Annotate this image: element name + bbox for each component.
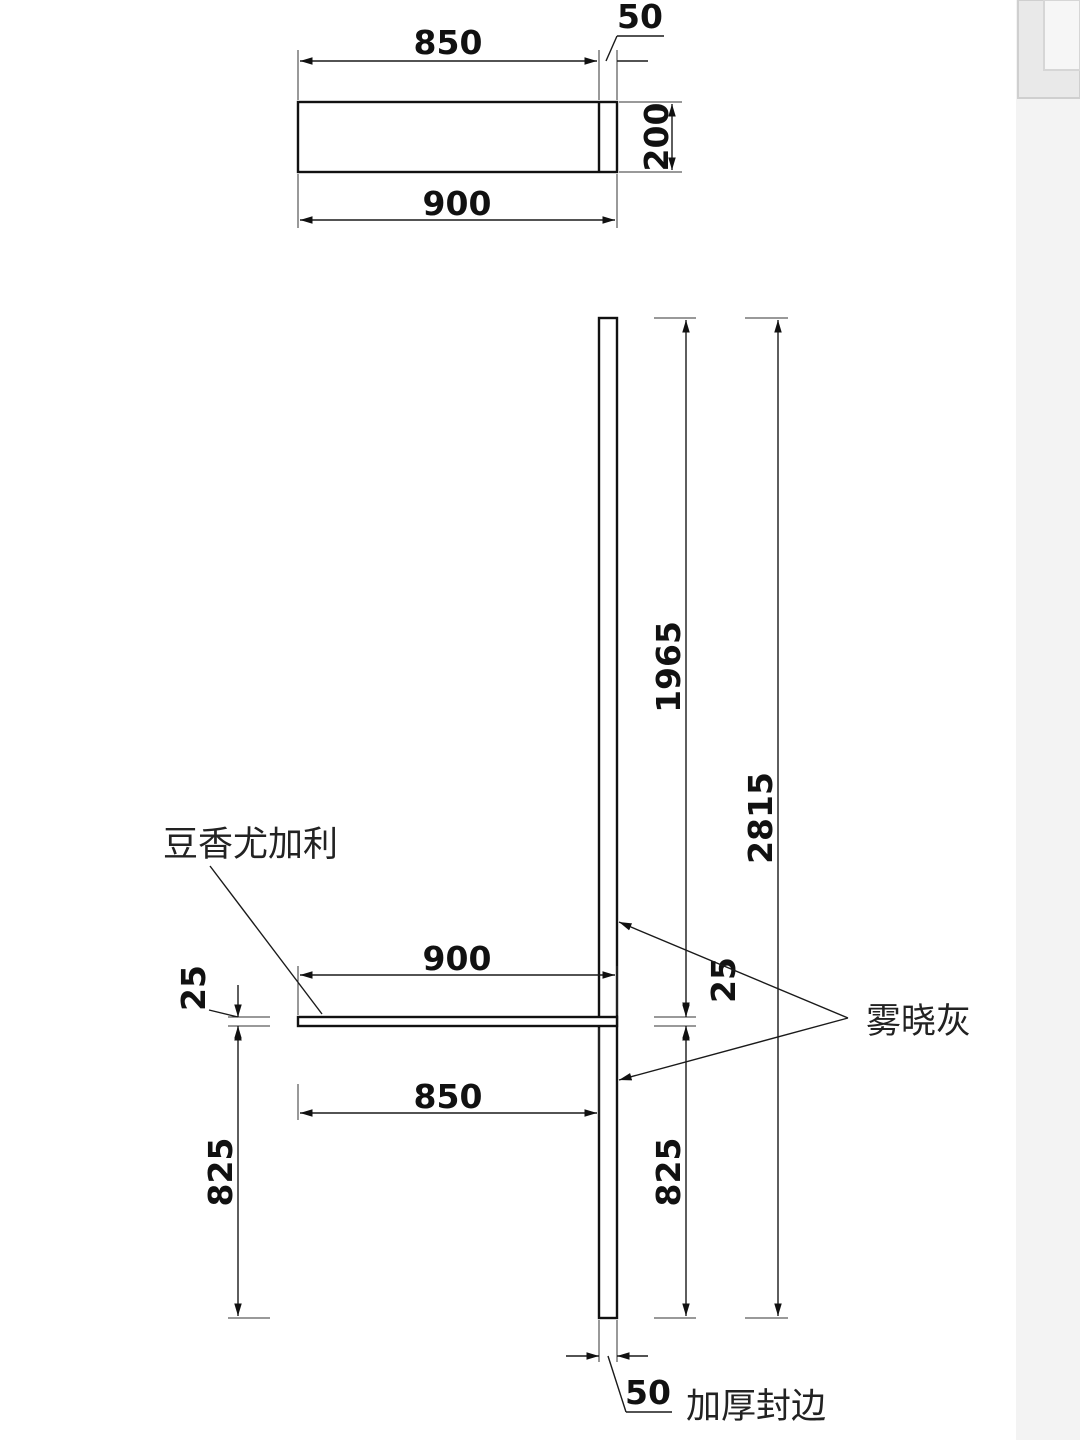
dim-1965: 1965 — [649, 621, 688, 713]
plan-dim-850: 850 — [414, 23, 483, 62]
label-edge-band: 加厚封边 — [686, 1387, 826, 1427]
leader-panel-material-upper — [618, 921, 849, 1019]
dim-900: 900 — [423, 939, 492, 978]
page-edge-strip — [1016, 0, 1080, 1440]
label-panel-material: 雾晓灰 — [866, 1002, 971, 1042]
plan-dim-900: 900 — [423, 184, 492, 223]
plan-dim-200: 200 — [637, 103, 676, 172]
dim-25-right: 25 — [704, 957, 743, 1003]
plan-shelf-outline — [296, 100, 619, 174]
dim-25-left: 25 — [174, 965, 213, 1011]
plan-view: 850 50 200 900 — [296, 0, 682, 228]
dim-825-right: 825 — [649, 1138, 688, 1207]
leader-panel-material-lower — [618, 1017, 849, 1081]
dim-825-left: 825 — [201, 1138, 240, 1207]
shelf-board — [296, 1015, 619, 1028]
vertical-panel — [597, 316, 619, 1320]
leader-shelf-material — [209, 865, 323, 1015]
dim-2815: 2815 — [741, 772, 780, 864]
dim-50-bottom: 50 — [625, 1373, 671, 1412]
elevation-view: 1965 2815 25 825 900 850 25 — [163, 316, 971, 1427]
dim-850: 850 — [414, 1077, 483, 1116]
label-shelf-material: 豆香尤加利 — [163, 825, 338, 865]
plan-dim-50: 50 — [617, 0, 663, 36]
